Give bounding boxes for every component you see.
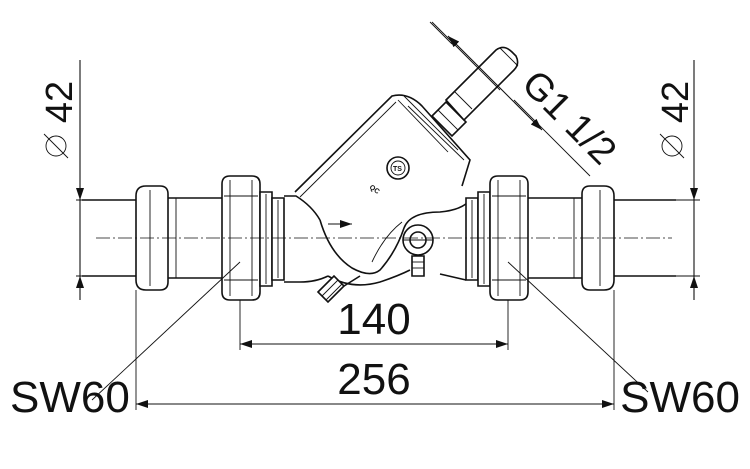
test-port <box>402 224 434 277</box>
left-wrench-size: SW60 <box>10 373 130 422</box>
dim-left-diameter: 42 <box>39 60 136 300</box>
dim-right-diameter: 42 <box>614 60 700 300</box>
right-wrench-size: SW60 <box>620 373 740 422</box>
valve-body <box>284 195 471 304</box>
strainer-housing <box>294 94 471 198</box>
overall-length-value: 256 <box>337 355 410 404</box>
inner-length-value: 140 <box>337 295 410 344</box>
maker-code: QC <box>368 184 381 196</box>
dim-overall-length: 256 <box>135 290 615 410</box>
brand-emblem: TS QC <box>368 156 410 196</box>
emblem-label: TS <box>393 166 402 173</box>
leader-right-wrench: SW60 <box>507 261 740 422</box>
leader-left-wrench: SW60 <box>10 261 241 422</box>
left-diameter-value: 42 <box>39 81 81 123</box>
right-diameter-value: 42 <box>655 81 697 123</box>
drain-plug-stem <box>430 46 519 138</box>
dim-inner-length: 140 <box>239 295 509 350</box>
